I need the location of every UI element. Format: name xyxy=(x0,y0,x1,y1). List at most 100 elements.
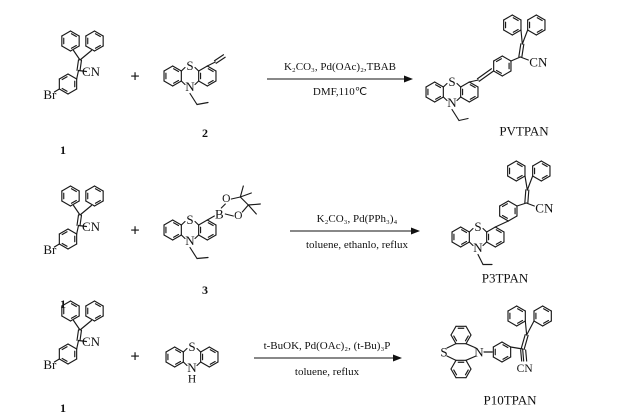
ring-bond xyxy=(450,359,457,370)
ring-bond xyxy=(61,45,72,52)
plus-sign: + xyxy=(130,349,139,366)
sulfur-atom-label: S xyxy=(186,212,193,227)
sulfur-atom-label: S xyxy=(448,74,455,89)
benzo-ring xyxy=(451,226,470,248)
alkene-bond xyxy=(76,329,80,341)
nitrile-label: CN xyxy=(529,55,548,70)
ring-inner-bond xyxy=(207,68,214,73)
ring-bond xyxy=(511,14,522,21)
ring-bond xyxy=(61,200,72,207)
bond xyxy=(442,82,448,88)
ring-bond xyxy=(465,334,472,345)
ring-inner-bond xyxy=(94,44,101,49)
ring-bond xyxy=(533,320,544,327)
triple-bond xyxy=(522,348,525,362)
reaction-2-conditions-bottom: toluene, ethanlo, reflux xyxy=(306,239,409,251)
reaction-arrow-2 xyxy=(290,227,420,235)
ring-inner-bond xyxy=(94,199,101,204)
bond xyxy=(520,29,523,45)
ring-bond xyxy=(501,341,512,348)
compound-2-structure: SN xyxy=(163,54,226,106)
ring-bond xyxy=(501,356,512,363)
ring-bond xyxy=(58,358,69,365)
ring-bond xyxy=(198,219,208,226)
phenyl-ring xyxy=(503,14,522,36)
ring-inner-bond xyxy=(61,357,68,362)
ring-bond xyxy=(493,55,503,62)
ring-bond xyxy=(515,175,526,182)
ring-bond xyxy=(163,80,174,87)
ring-bond xyxy=(507,215,518,222)
ring-bond xyxy=(503,14,513,21)
methyl-bond xyxy=(247,203,261,206)
ring-bond xyxy=(163,219,174,226)
ring-inner-bond xyxy=(501,203,508,208)
ring-bond xyxy=(165,346,176,353)
ring-bond xyxy=(69,45,80,52)
ring-inner-bond xyxy=(469,95,476,100)
benzo-ring xyxy=(163,219,182,241)
ring-bond xyxy=(67,73,78,80)
bond xyxy=(510,56,521,62)
nitrile-label: CN xyxy=(82,334,101,349)
sulfur-atom-label: S xyxy=(188,339,195,354)
alkene-bond xyxy=(79,59,83,72)
ring-bond xyxy=(61,185,72,192)
bond xyxy=(241,204,249,213)
bond xyxy=(482,227,488,233)
bond xyxy=(76,69,80,80)
ring-bond xyxy=(93,300,104,307)
nitrogen-atom-label: N xyxy=(447,95,457,110)
bond xyxy=(77,224,88,228)
ring-bond xyxy=(542,320,552,327)
ring-inner-bond xyxy=(173,233,180,238)
alkene-bond xyxy=(79,214,83,227)
ring-inner-bond xyxy=(61,76,68,81)
ring-bond xyxy=(434,96,444,103)
nitrogen-atom-label: N xyxy=(474,345,484,360)
bond xyxy=(182,361,188,367)
bond xyxy=(194,66,200,72)
ring-inner-bond xyxy=(461,240,468,245)
ring-bond xyxy=(206,80,217,87)
vinyl-bond xyxy=(206,61,216,67)
plus-sign: + xyxy=(130,223,139,240)
hydrogen-atom-label: H xyxy=(188,374,196,386)
ring-inner-bond xyxy=(173,68,180,73)
ring-inner-bond xyxy=(70,199,77,204)
ring-bond xyxy=(499,215,509,222)
ring-bond xyxy=(501,55,512,62)
bond xyxy=(206,215,215,221)
ring-bond xyxy=(460,226,470,233)
ring-bond xyxy=(507,175,517,182)
ethyl-bond xyxy=(196,101,209,106)
ring-inner-bond xyxy=(70,303,77,308)
ring-bond xyxy=(516,305,526,312)
ring-inner-bond xyxy=(495,69,502,74)
ring-inner-bond xyxy=(70,188,77,193)
bond xyxy=(456,82,462,88)
ring-bond xyxy=(503,29,513,36)
ring-inner-bond xyxy=(541,174,548,179)
bond xyxy=(194,234,200,240)
alkene-bond xyxy=(521,43,525,58)
ring-bond xyxy=(85,315,96,322)
ring-bond xyxy=(67,228,78,235)
ring-inner-bond xyxy=(435,95,442,100)
nitrogen-atom-label: N xyxy=(473,240,483,255)
ring-bond xyxy=(69,200,80,207)
bond xyxy=(526,175,534,191)
bond xyxy=(524,175,528,191)
phenothiazine-reactant-structure: SNH xyxy=(165,339,219,386)
reaction-2-conditions-top: K₂CO₃, Pd(PPh₃)₄ xyxy=(317,213,398,225)
ring-bond xyxy=(174,346,184,353)
ring-inner-bond xyxy=(512,17,519,22)
reaction-arrow-3 xyxy=(254,354,402,362)
ring-inner-bond xyxy=(70,33,77,38)
nitrogen-atom-label: N xyxy=(185,79,195,94)
benzo-ring xyxy=(450,359,472,379)
ring-bond xyxy=(198,65,208,72)
ring-inner-bond xyxy=(173,222,180,227)
biaryl-bond xyxy=(494,220,509,228)
